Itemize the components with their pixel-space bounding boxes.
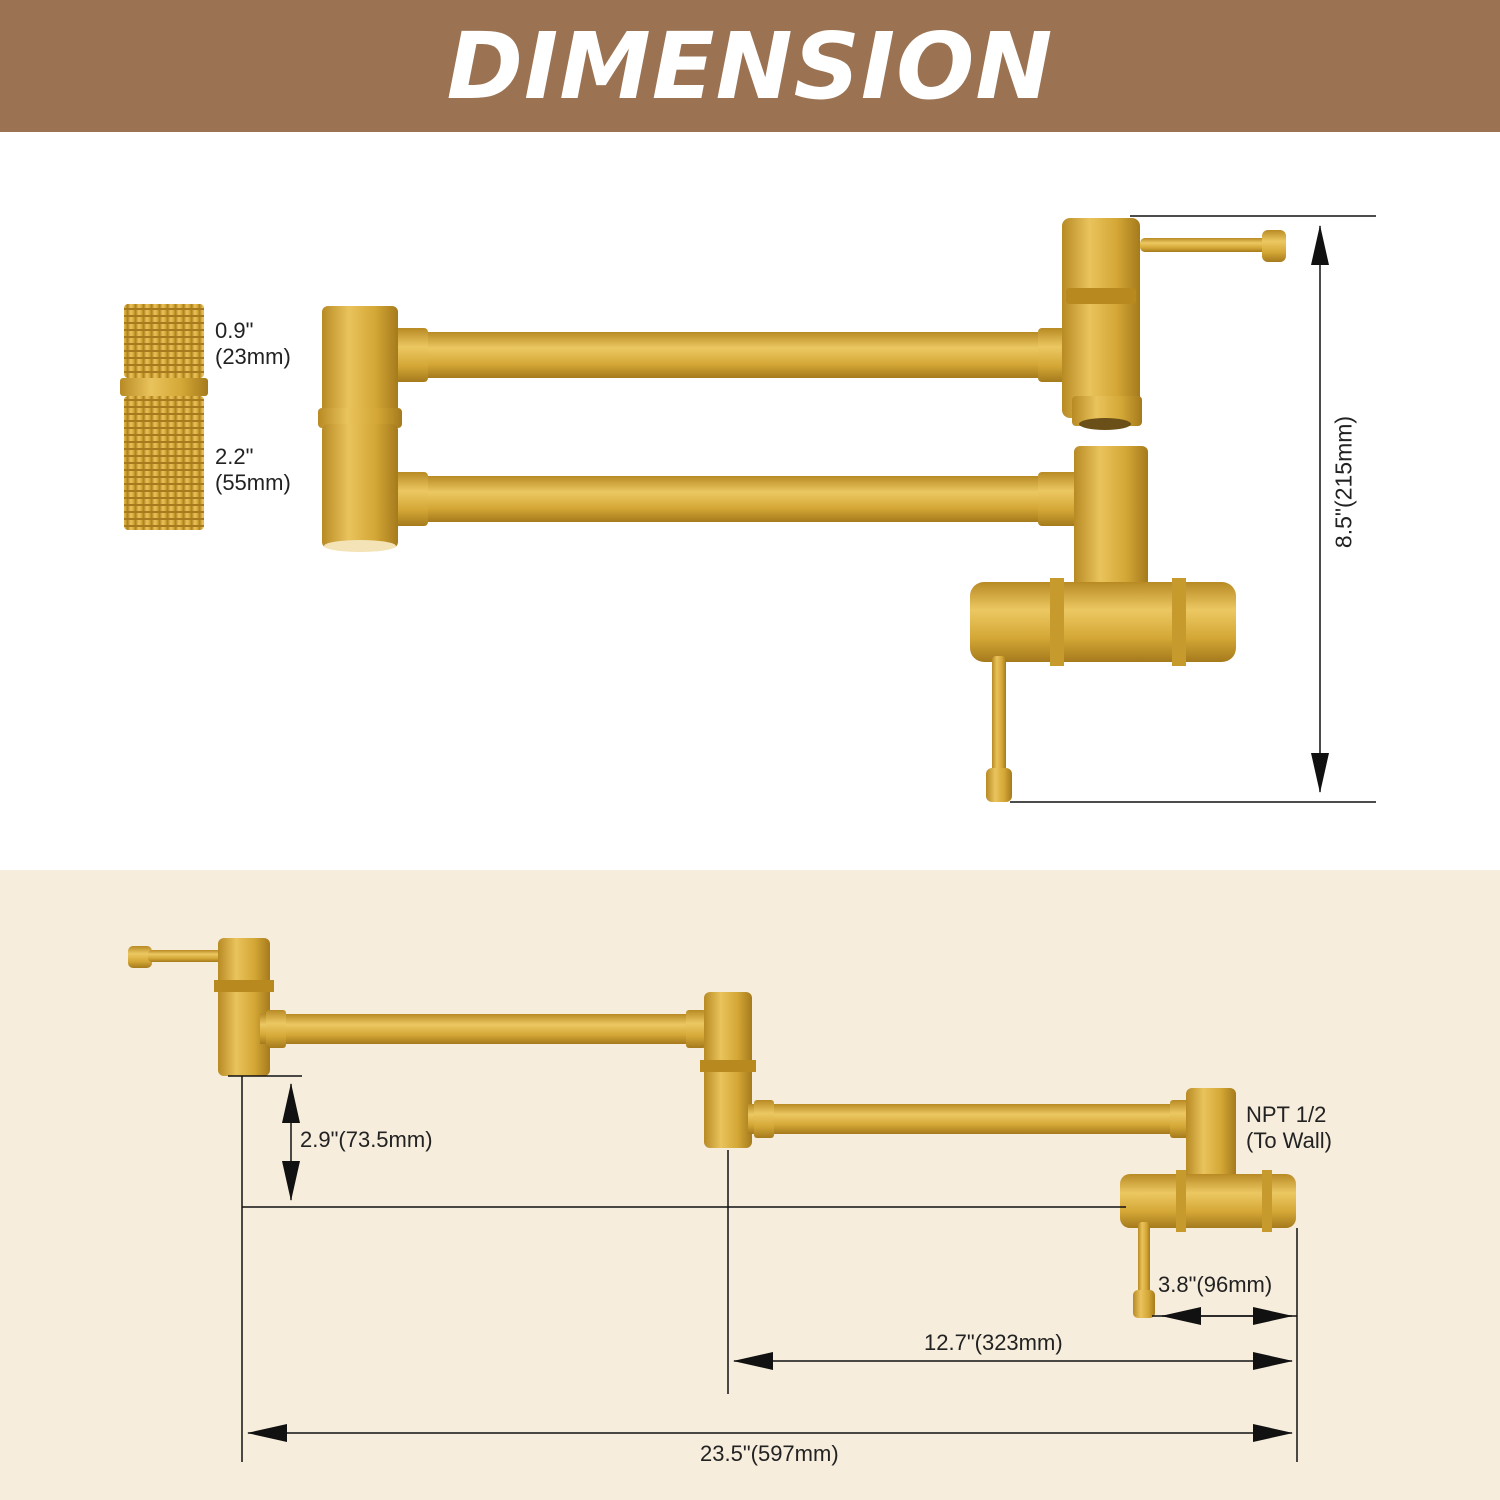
- extended-faucet: [128, 938, 1296, 1318]
- fitting-top-mm: (23mm): [215, 344, 291, 369]
- folded-faucet: [318, 218, 1286, 802]
- npt-label: NPT 1/2 (To Wall): [1246, 1102, 1332, 1154]
- threaded-fitting: [120, 304, 208, 530]
- side-dimensions: [228, 1075, 1298, 1462]
- fitting-bottom-inch: 2.2": [215, 444, 254, 469]
- fitting-top-label: 0.9" (23mm): [215, 318, 291, 370]
- fitting-bottom-mm: (55mm): [215, 470, 291, 495]
- body-width-label: 3.8"(96mm): [1158, 1272, 1273, 1297]
- npt-size: NPT 1/2: [1246, 1102, 1327, 1127]
- fitting-top-inch: 0.9": [215, 318, 254, 343]
- height-label: 8.5"(215mm): [1330, 415, 1357, 549]
- second-arm-label: 12.7"(323mm): [924, 1330, 1063, 1355]
- drop-label: 2.9"(73.5mm): [300, 1127, 433, 1152]
- total-reach-label: 23.5"(597mm): [700, 1441, 839, 1466]
- height-dimension: [1010, 215, 1376, 803]
- npt-note: (To Wall): [1246, 1128, 1332, 1153]
- fitting-bottom-label: 2.2" (55mm): [215, 444, 291, 496]
- banner-title: DIMENSION: [446, 12, 1054, 120]
- title-banner: DIMENSION: [0, 0, 1500, 132]
